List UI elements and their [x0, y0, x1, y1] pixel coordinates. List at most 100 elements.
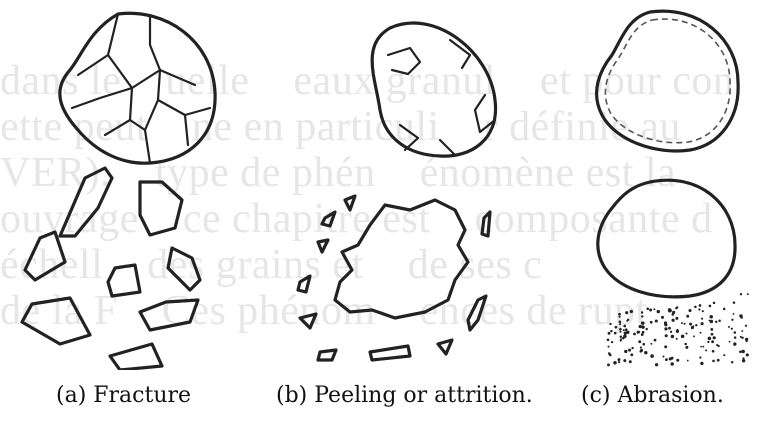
dust-particle	[608, 346, 610, 348]
dust-particle	[670, 331, 672, 333]
dust-particle	[628, 349, 631, 352]
dust-particle	[650, 321, 653, 324]
dust-particle	[701, 322, 704, 325]
fragment	[60, 168, 112, 236]
dust-particle	[611, 341, 613, 343]
dust-particle	[655, 319, 658, 322]
flake	[322, 212, 335, 226]
dust-particle	[745, 325, 747, 327]
dust-particle	[716, 344, 718, 346]
dust-particle	[665, 358, 668, 361]
fractured-grain	[60, 13, 215, 163]
dust-particle	[665, 334, 668, 337]
diagram-canvas	[0, 0, 762, 370]
dust-particle	[629, 360, 632, 363]
dust-particle	[707, 341, 709, 343]
dust-particle	[713, 336, 716, 339]
dust-particle	[740, 336, 742, 338]
dust-particle	[624, 350, 627, 353]
dust-particle	[742, 357, 744, 359]
dust-particle	[733, 313, 735, 315]
dust-particle	[671, 313, 674, 316]
fragment	[110, 344, 162, 370]
dust-particle	[661, 316, 664, 319]
dust-particle	[698, 308, 700, 310]
dust-particle	[688, 309, 691, 312]
dust-particle	[626, 331, 629, 334]
dust-particle	[742, 359, 745, 362]
dust-particle	[650, 343, 652, 345]
abrasion-illustration	[597, 11, 749, 366]
dust-particle	[638, 331, 640, 333]
dust-particle	[609, 323, 611, 325]
abraded-grain-before	[597, 11, 739, 151]
dust-particle	[633, 333, 636, 336]
dust-particle	[654, 339, 657, 342]
dust-particle	[630, 353, 633, 356]
dust-particle	[702, 346, 704, 348]
dust-particle	[709, 305, 712, 308]
dust-particle	[728, 326, 730, 328]
dust-particle	[695, 324, 697, 326]
fragment	[25, 232, 65, 280]
dust-particle	[734, 331, 737, 334]
dust-particle	[729, 341, 731, 343]
dust-particle	[631, 347, 633, 349]
fragment	[140, 300, 198, 330]
dust-particle	[709, 320, 711, 322]
dust-particle	[625, 328, 628, 331]
dust-particle	[681, 335, 685, 339]
dust-particle	[717, 359, 720, 362]
dust-particle	[663, 356, 665, 358]
dust-particle	[701, 318, 703, 320]
dust-particle	[655, 363, 658, 366]
dust-particle	[684, 343, 687, 346]
dust-particle	[693, 335, 695, 337]
dust-particle	[613, 361, 617, 365]
dust-particle	[671, 362, 674, 365]
dust-particle	[708, 337, 712, 341]
abraded-grain-after	[598, 180, 735, 297]
dust-particle	[711, 333, 714, 336]
peeled-grain	[372, 23, 495, 156]
dust-particle	[618, 313, 621, 316]
dust-particle	[623, 359, 626, 362]
peeling-illustration	[298, 23, 496, 360]
dust-particle	[669, 357, 672, 360]
dust-particle	[619, 328, 622, 331]
dust-particle	[639, 326, 642, 329]
dust-particle	[609, 354, 612, 357]
dust-particle	[620, 331, 622, 333]
dust-particle	[731, 361, 733, 363]
dust-particle	[741, 330, 743, 332]
dust-particle	[747, 293, 749, 295]
flake	[370, 346, 410, 360]
flake	[482, 212, 490, 236]
dust-particle	[711, 340, 714, 343]
dust-particle	[689, 323, 692, 326]
dust-particle	[710, 328, 713, 331]
dust-particle	[715, 321, 717, 323]
dust-particle	[709, 315, 713, 319]
flake	[468, 296, 486, 330]
dust-particle	[668, 308, 672, 312]
flake	[298, 276, 310, 292]
dust-particle	[650, 354, 654, 358]
fragment	[22, 298, 90, 344]
dust-particle	[739, 351, 742, 354]
dust-particle	[620, 335, 622, 337]
dust-particle	[686, 315, 689, 318]
dust-particle	[740, 293, 742, 295]
dust-particle	[625, 311, 628, 314]
dust-particle	[705, 349, 707, 351]
dust-particle	[618, 358, 621, 361]
dust-particle	[671, 335, 674, 338]
dust-particle	[723, 308, 725, 310]
dust-particle	[619, 320, 622, 323]
dust-particle	[641, 333, 644, 336]
dust-particle	[641, 321, 645, 325]
dust-particle	[664, 323, 667, 326]
dust-particle	[607, 338, 610, 341]
dust-particle	[685, 332, 687, 334]
dust-particle	[676, 330, 679, 333]
